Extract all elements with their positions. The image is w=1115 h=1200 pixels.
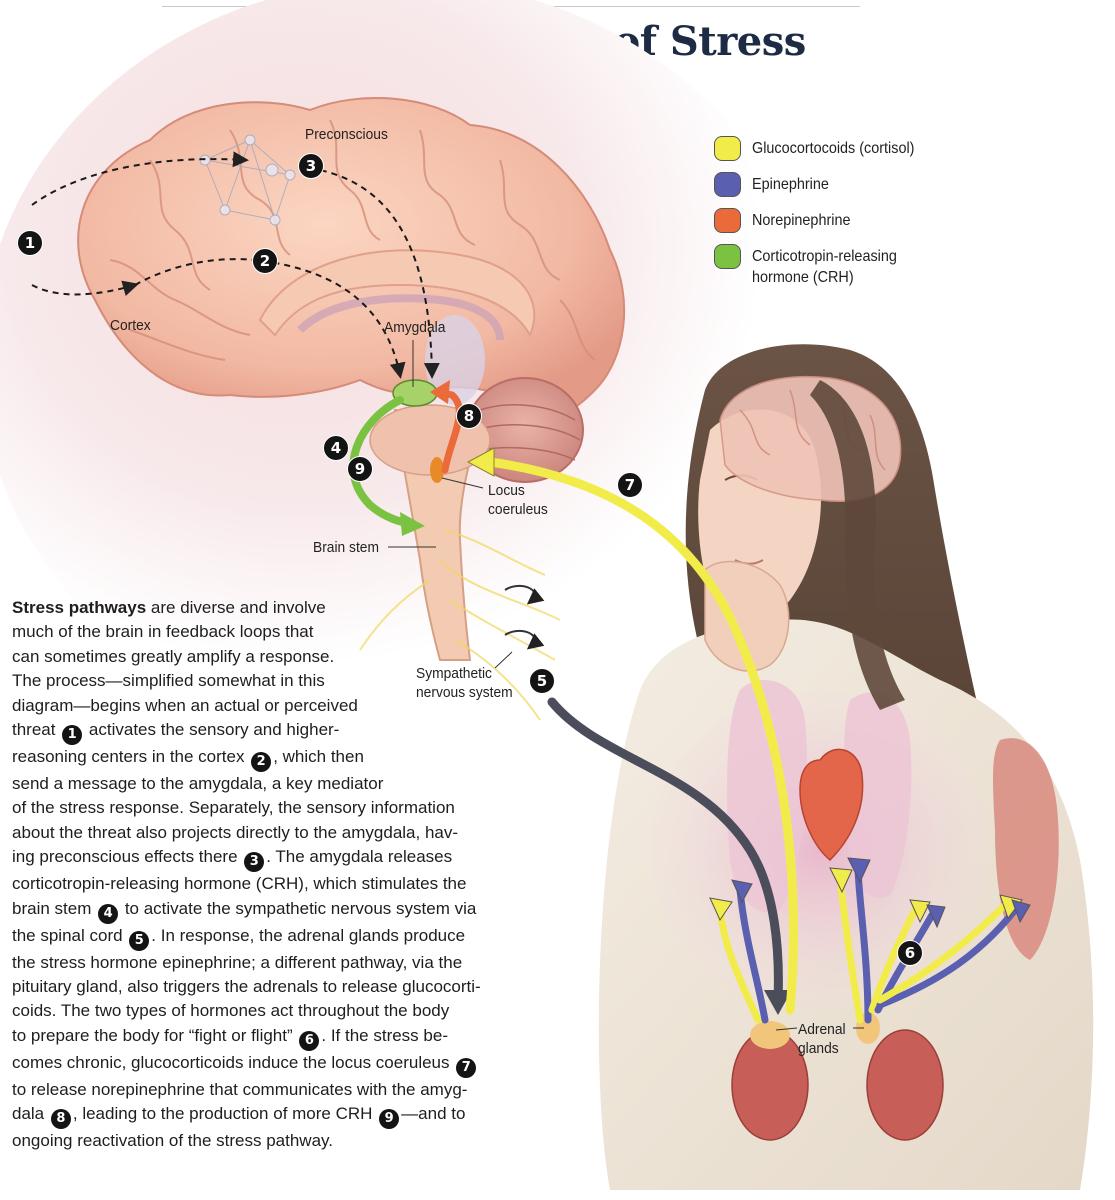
para-text: are diverse and involve (146, 598, 326, 617)
label-adrenal-glands: Adrenal glands (798, 1021, 846, 1057)
para-text: reasoning centers in the cortex (12, 747, 250, 767)
para-line: diagram—begins when an actual or perceiv… (12, 695, 358, 715)
step-marker-9: 9 (347, 456, 373, 482)
inline-marker-8: 8 (50, 1109, 71, 1130)
para-line: comes chronic, glucocorticoids induce th… (12, 1051, 532, 1078)
inline-marker-1: 1 (62, 725, 83, 746)
inline-marker-6: 6 (299, 1030, 320, 1051)
para-line: reasoning centers in the cortex 2, which… (12, 745, 532, 773)
para-text: dala (12, 1104, 49, 1124)
para-text: to activate the sympathetic nervous syst… (120, 898, 477, 918)
para-line: Stress pathways are diverse and involve (12, 596, 532, 620)
legend-item-epinephrine: Epinephrine (714, 170, 974, 206)
inline-marker-4: 4 (98, 903, 119, 924)
step-marker-7: 7 (617, 472, 643, 498)
para-line: corticotropin-releasing hormone (CRH), w… (12, 874, 467, 894)
legend-swatch-norepinephrine (714, 208, 741, 233)
para-line: brain stem 4 to activate the sympathetic… (12, 897, 532, 924)
para-text: , which then (273, 747, 364, 767)
para-line: coids. The two types of hormones act thr… (12, 1001, 450, 1021)
legend-item-norepinephrine: Norepinephrine (714, 206, 974, 242)
para-text: , leading to the production of more CRH (72, 1104, 378, 1124)
para-line: threat 1 activates the sensory and highe… (12, 718, 532, 746)
para-text: threat (12, 720, 61, 740)
para-text: ing preconscious effects there (12, 847, 243, 867)
para-line: the spinal cord 5. In response, the adre… (12, 924, 532, 951)
legend-label-glucocorticoids: Glucocortocoids (cortisol) (752, 140, 915, 157)
inline-marker-9: 9 (379, 1109, 400, 1130)
legend-label-epinephrine: Epinephrine (752, 176, 829, 193)
legend-label-crh: Corticotropin-releasing hormone (CRH) (752, 248, 897, 286)
legend: Glucocortocoids (cortisol) Epinephrine N… (714, 134, 974, 286)
para-line: pituitary gland, also triggers the adren… (12, 977, 481, 997)
para-text: brain stem (12, 898, 97, 918)
legend-item-glucocorticoids: Glucocortocoids (cortisol) (714, 134, 974, 170)
para-text: . The amygdala releases (266, 847, 453, 867)
para-line: ongoing reactivation of the stress pathw… (12, 1131, 333, 1151)
para-line: about the threat also projects directly … (12, 822, 459, 842)
inline-marker-2: 2 (251, 752, 272, 773)
para-text: comes chronic, glucocorticoids induce th… (12, 1052, 455, 1072)
legend-swatch-glucocorticoids (714, 136, 741, 161)
step-marker-3: 3 (298, 153, 324, 179)
para-line: to prepare the body for “fight or flight… (12, 1024, 532, 1051)
step-marker-2: 2 (252, 248, 278, 274)
step-marker-6: 6 (897, 940, 923, 966)
para-line: The process—simplified somewhat in this (12, 671, 325, 691)
legend-swatch-crh (714, 244, 741, 269)
legend-swatch-epinephrine (714, 172, 741, 197)
label-locus-coeruleus: Locus coeruleus (488, 482, 548, 518)
step-marker-8: 8 (456, 403, 482, 429)
label-sympathetic-nervous-system: Sympathetic nervous system (416, 665, 513, 701)
label-brain-stem: Brain stem (313, 539, 379, 556)
para-text: to prepare the body for “fight or flight… (12, 1025, 298, 1045)
inline-marker-5: 5 (129, 930, 150, 951)
para-line: to release norepinephrine that communica… (12, 1079, 468, 1099)
para-line: send a message to the amygdala, a key me… (12, 774, 384, 794)
para-text: . In response, the adrenal glands produc… (151, 925, 466, 945)
para-text: —and to (401, 1104, 466, 1124)
inline-marker-7: 7 (456, 1057, 477, 1078)
step-marker-5: 5 (529, 668, 555, 694)
para-line: can sometimes greatly amplify a response… (12, 646, 335, 666)
para-bold-lead: Stress pathways (12, 598, 147, 617)
para-line: much of the brain in feedback loops that (12, 622, 314, 642)
para-line: of the stress response. Separately, the … (12, 798, 455, 818)
label-amygdala: Amygdala (384, 319, 446, 336)
para-text: the spinal cord (12, 925, 128, 945)
label-cortex: Cortex (110, 317, 151, 334)
para-text: activates the sensory and higher- (84, 720, 340, 740)
legend-label-norepinephrine: Norepinephrine (752, 212, 851, 229)
step-marker-1: 1 (17, 230, 43, 256)
label-preconscious: Preconscious (305, 126, 388, 143)
para-line: ing preconscious effects there 3. The am… (12, 845, 532, 873)
inline-marker-3: 3 (244, 852, 265, 873)
para-line: the stress hormone epinephrine; a differ… (12, 952, 463, 972)
para-line: dala 8, leading to the production of mor… (12, 1102, 532, 1130)
description-paragraph: Stress pathways are diverse and involve … (12, 596, 532, 1154)
step-marker-4: 4 (323, 435, 349, 461)
legend-item-crh: Corticotropin-releasing hormone (CRH) (714, 242, 974, 286)
para-text: . If the stress be- (321, 1025, 448, 1045)
